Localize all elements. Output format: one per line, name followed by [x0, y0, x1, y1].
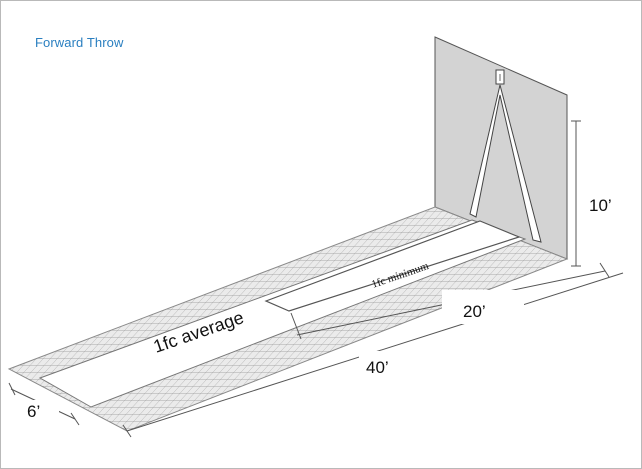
minimum-strip [264, 220, 521, 312]
dimension-height [571, 120, 581, 267]
label-bg-width [23, 400, 59, 422]
label-bg-mid [442, 290, 524, 324]
label-width: 6’ [27, 402, 40, 421]
label-height: 10’ [589, 196, 612, 215]
light-cone [469, 84, 542, 243]
label-bg-length [359, 351, 407, 381]
light-fixture-icon [495, 69, 505, 85]
label-bg-height [584, 192, 624, 216]
label-mid: 20’ [463, 302, 486, 321]
label-length: 40’ [366, 358, 389, 377]
diagram-title: Forward Throw [35, 35, 124, 50]
